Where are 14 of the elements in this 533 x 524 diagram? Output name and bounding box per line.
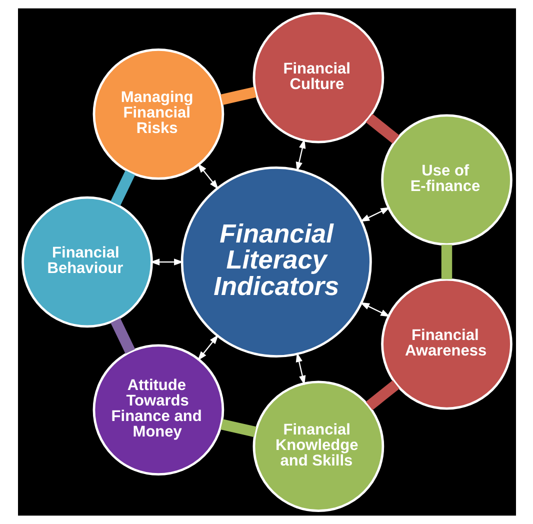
node-circle: Financial Knowledge and Skills <box>252 380 384 512</box>
arrow <box>197 334 218 361</box>
arrow <box>295 138 306 172</box>
connector <box>440 244 452 280</box>
arrow <box>359 302 390 317</box>
node-circle: Managing Financial Risks <box>92 48 224 180</box>
node-circle: Attitude Towards Finance and Money <box>92 344 224 476</box>
arrow <box>150 258 184 266</box>
arrow <box>197 163 218 190</box>
node-circle: Financial Behaviour <box>21 196 152 328</box>
arrow <box>359 207 390 222</box>
arrow <box>295 352 306 386</box>
node-circle: Financial Culture <box>252 12 384 144</box>
connector <box>110 318 135 354</box>
